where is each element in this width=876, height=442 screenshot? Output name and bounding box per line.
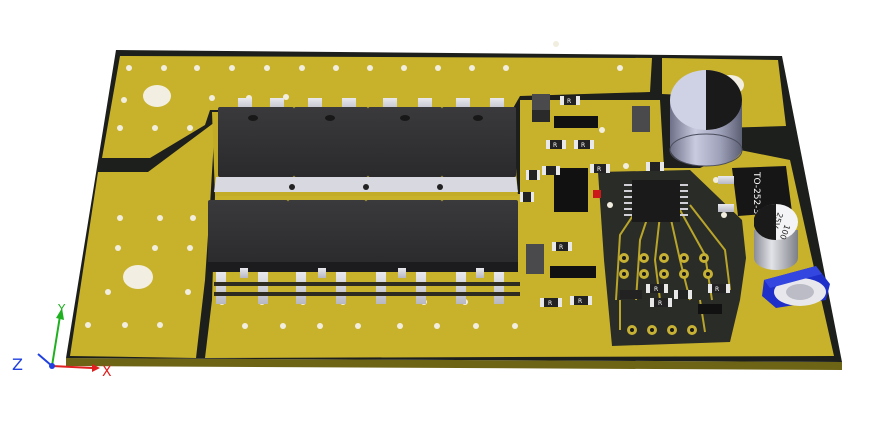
transistor-q10[interactable] [578,116,598,128]
mosfet-q3[interactable] [368,107,442,177]
driver-ic-u2[interactable] [554,168,588,212]
regulator-label: TO-252-3 [751,171,761,214]
mosfet-q5[interactable] [208,200,288,268]
copper-pour-left-wedge [70,122,215,358]
transistor-q11[interactable] [550,266,574,278]
x-axis-line [51,365,93,369]
mosfet-q1[interactable] [218,107,294,177]
svg-text:R: R [559,244,563,251]
mosfet-q7[interactable] [366,200,442,268]
svg-text:R: R [581,142,585,149]
mosfet-row-bottom[interactable] [208,200,520,304]
y-axis-label: Y [57,302,66,316]
x-axis-label: X [102,364,112,380]
svg-text:R: R [578,298,582,305]
header-pads[interactable] [619,253,713,335]
svg-text:R: R [553,142,557,149]
capacitor-c2[interactable]: 100 25V [754,203,798,270]
axis-indicator: X Y Z [12,302,112,380]
transistor-q12[interactable] [574,266,596,278]
z-axis-label: Z [12,355,23,374]
mosfet-row-top[interactable] [214,98,518,192]
svg-text:R: R [715,286,719,293]
diode-d3[interactable] [526,244,544,274]
smd-resistors[interactable]: R R R R R R R R R R [520,96,730,314]
y-axis-line [51,315,61,367]
transistor-q9[interactable] [554,116,578,128]
controller-ic-u1[interactable] [624,180,688,222]
mosfet-q6[interactable] [288,200,366,268]
mosfet-q2[interactable] [294,107,368,177]
svg-text:R: R [654,286,658,293]
svg-text:R: R [548,300,552,307]
mosfet-q8[interactable] [442,200,518,268]
svg-text:R: R [567,98,571,105]
diode-d2[interactable] [632,106,650,132]
capacitor-c1[interactable] [669,70,743,167]
terminal-block-j1[interactable] [762,266,830,308]
resistor-marking: R R R R R R R R R R [548,98,719,307]
z-axis-line [37,353,53,367]
mosfet-q4[interactable] [442,107,516,177]
regulator-u3[interactable]: TO-252-3 [718,166,792,216]
svg-text:R: R [658,300,662,307]
svg-text:R: R [597,166,601,173]
gate-components[interactable] [526,94,650,278]
